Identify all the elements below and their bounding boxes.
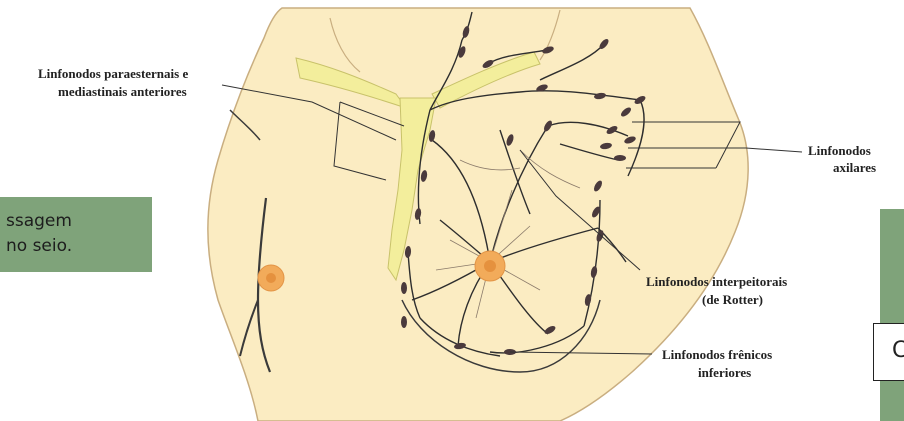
label-axillary-line1: Linfonodos xyxy=(808,143,871,159)
right-text-box-char: C xyxy=(892,338,904,363)
label-axillary-line2: axilares xyxy=(833,160,876,176)
label-phrenic-line2: inferiores xyxy=(698,365,751,381)
label-interpectoral-line2: (de Rotter) xyxy=(702,292,763,308)
label-phrenic-line1: Linfonodos frênicos xyxy=(662,347,772,363)
label-parasternal-line1: Linfonodos paraesternais e xyxy=(38,66,188,82)
label-interpectoral-line1: Linfonodos interpeitorais xyxy=(646,274,787,290)
right-text-box: C xyxy=(873,323,904,381)
label-parasternal-line2: mediastinais anteriores xyxy=(58,84,187,100)
